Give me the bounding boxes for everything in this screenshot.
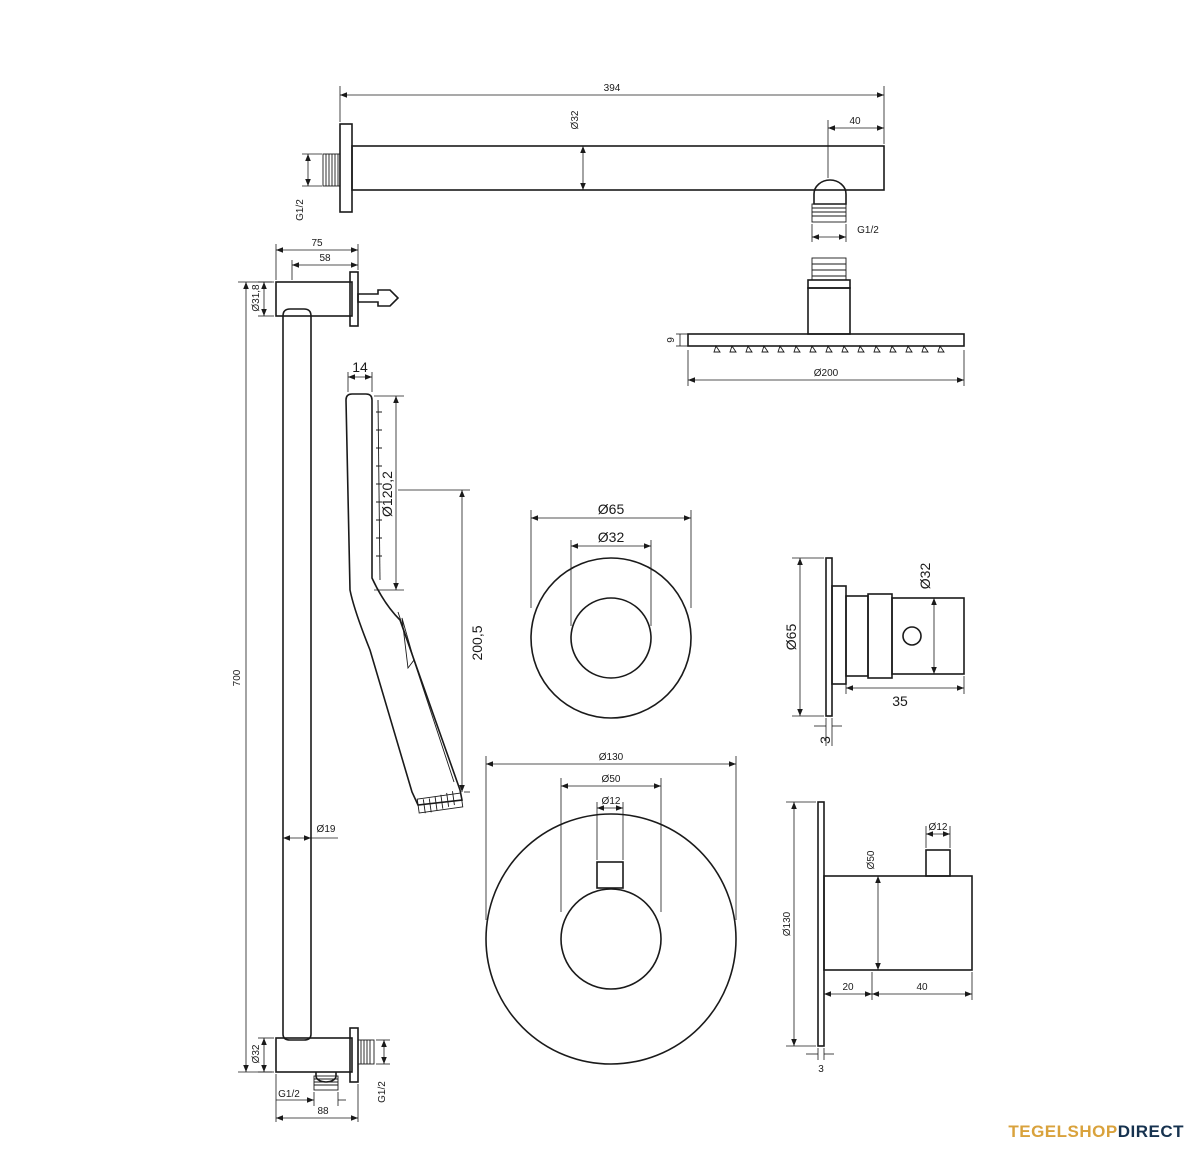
arm-diameter-label: Ø32	[570, 110, 581, 129]
brand-logo: TEGELSHOPDIRECT	[1008, 1122, 1184, 1142]
arm-outlet-offset-label: 40	[849, 116, 861, 127]
brand-logo-part2: DIRECT	[1117, 1122, 1184, 1141]
rail-bar-diameter-label: Ø19	[317, 824, 336, 835]
rain-shower-head	[687, 257, 965, 353]
large-rosette-side-outer-label: Ø130	[782, 911, 793, 936]
small-rosette-side-dimensions: Ø65 Ø32 35 3	[783, 557, 965, 746]
shower-arm	[322, 123, 885, 223]
small-rosette-side-inner-label: Ø32	[917, 563, 933, 590]
rail-top-depth-label: 75	[311, 238, 323, 249]
hand-shower	[345, 393, 464, 814]
large-rosette-outer-label: Ø130	[599, 752, 624, 763]
large-rosette-side-dimensions: Ø130 Ø50 Ø12 20 40 3	[782, 801, 973, 1075]
large-rosette-middle-label: Ø50	[602, 774, 621, 785]
rail-length-label: 700	[232, 669, 243, 686]
arm-length-label: 394	[604, 83, 621, 94]
brand-logo-part1: TEGELSHOP	[1008, 1122, 1118, 1141]
rain-head-height-label: 9	[666, 337, 677, 343]
small-rosette-front-dimensions: Ø65 Ø32	[530, 501, 692, 626]
small-rosette-plate-label: 3	[817, 736, 833, 744]
small-rosette-inner-label: Ø32	[598, 529, 625, 545]
small-rosette-side-outer-label: Ø65	[783, 624, 799, 651]
rain-head-diameter-label: Ø200	[814, 368, 839, 379]
large-rosette-side-body-label: Ø50	[866, 850, 877, 869]
rail-side-thread-label: G1/2	[377, 1081, 388, 1103]
small-rosette-side	[825, 557, 965, 717]
large-rosette-plate-label: 3	[818, 1064, 824, 1075]
hand-shower-head-diameter-label: Ø120,2	[379, 471, 395, 517]
arm-outlet-thread-label: G1/2	[857, 225, 879, 236]
large-rosette-side	[817, 801, 973, 1047]
rail-top-bracket-diameter-label: Ø31,8	[251, 284, 262, 312]
shower-arm-dimensions: 394 Ø32 40 G1/2 G1/2	[295, 83, 885, 242]
slide-rail	[275, 271, 400, 1091]
rail-top-offset-label: 58	[319, 253, 331, 264]
small-rosette-depth-label: 35	[892, 693, 908, 709]
rail-bottom-bracket-diameter-label: Ø32	[251, 1044, 262, 1063]
hand-shower-thickness-label: 14	[352, 359, 368, 375]
large-rosette-front	[485, 813, 737, 1065]
rail-bottom-thread-label: G1/2	[278, 1089, 300, 1100]
small-rosette-front	[530, 557, 692, 719]
hand-shower-length-label: 200,5	[469, 625, 485, 660]
rain-head-dimensions: 9 Ø200	[666, 333, 965, 386]
arm-wall-thread-label: G1/2	[295, 199, 306, 221]
slide-rail-dimensions: 75 58 Ø31,8 700 Ø19 Ø32 G1/2 G1/2 88	[232, 238, 390, 1122]
large-rosette-depth-a-label: 20	[842, 982, 854, 993]
rail-bottom-depth-label: 88	[317, 1106, 329, 1117]
large-rosette-depth-b-label: 40	[916, 982, 928, 993]
large-rosette-inner-label: Ø12	[602, 796, 621, 807]
small-rosette-outer-label: Ø65	[598, 501, 625, 517]
large-rosette-side-knob-label: Ø12	[929, 822, 948, 833]
large-rosette-front-dimensions: Ø130 Ø50 Ø12	[485, 752, 737, 920]
hand-shower-dimensions: 14 Ø120,2 200,5	[347, 359, 485, 793]
